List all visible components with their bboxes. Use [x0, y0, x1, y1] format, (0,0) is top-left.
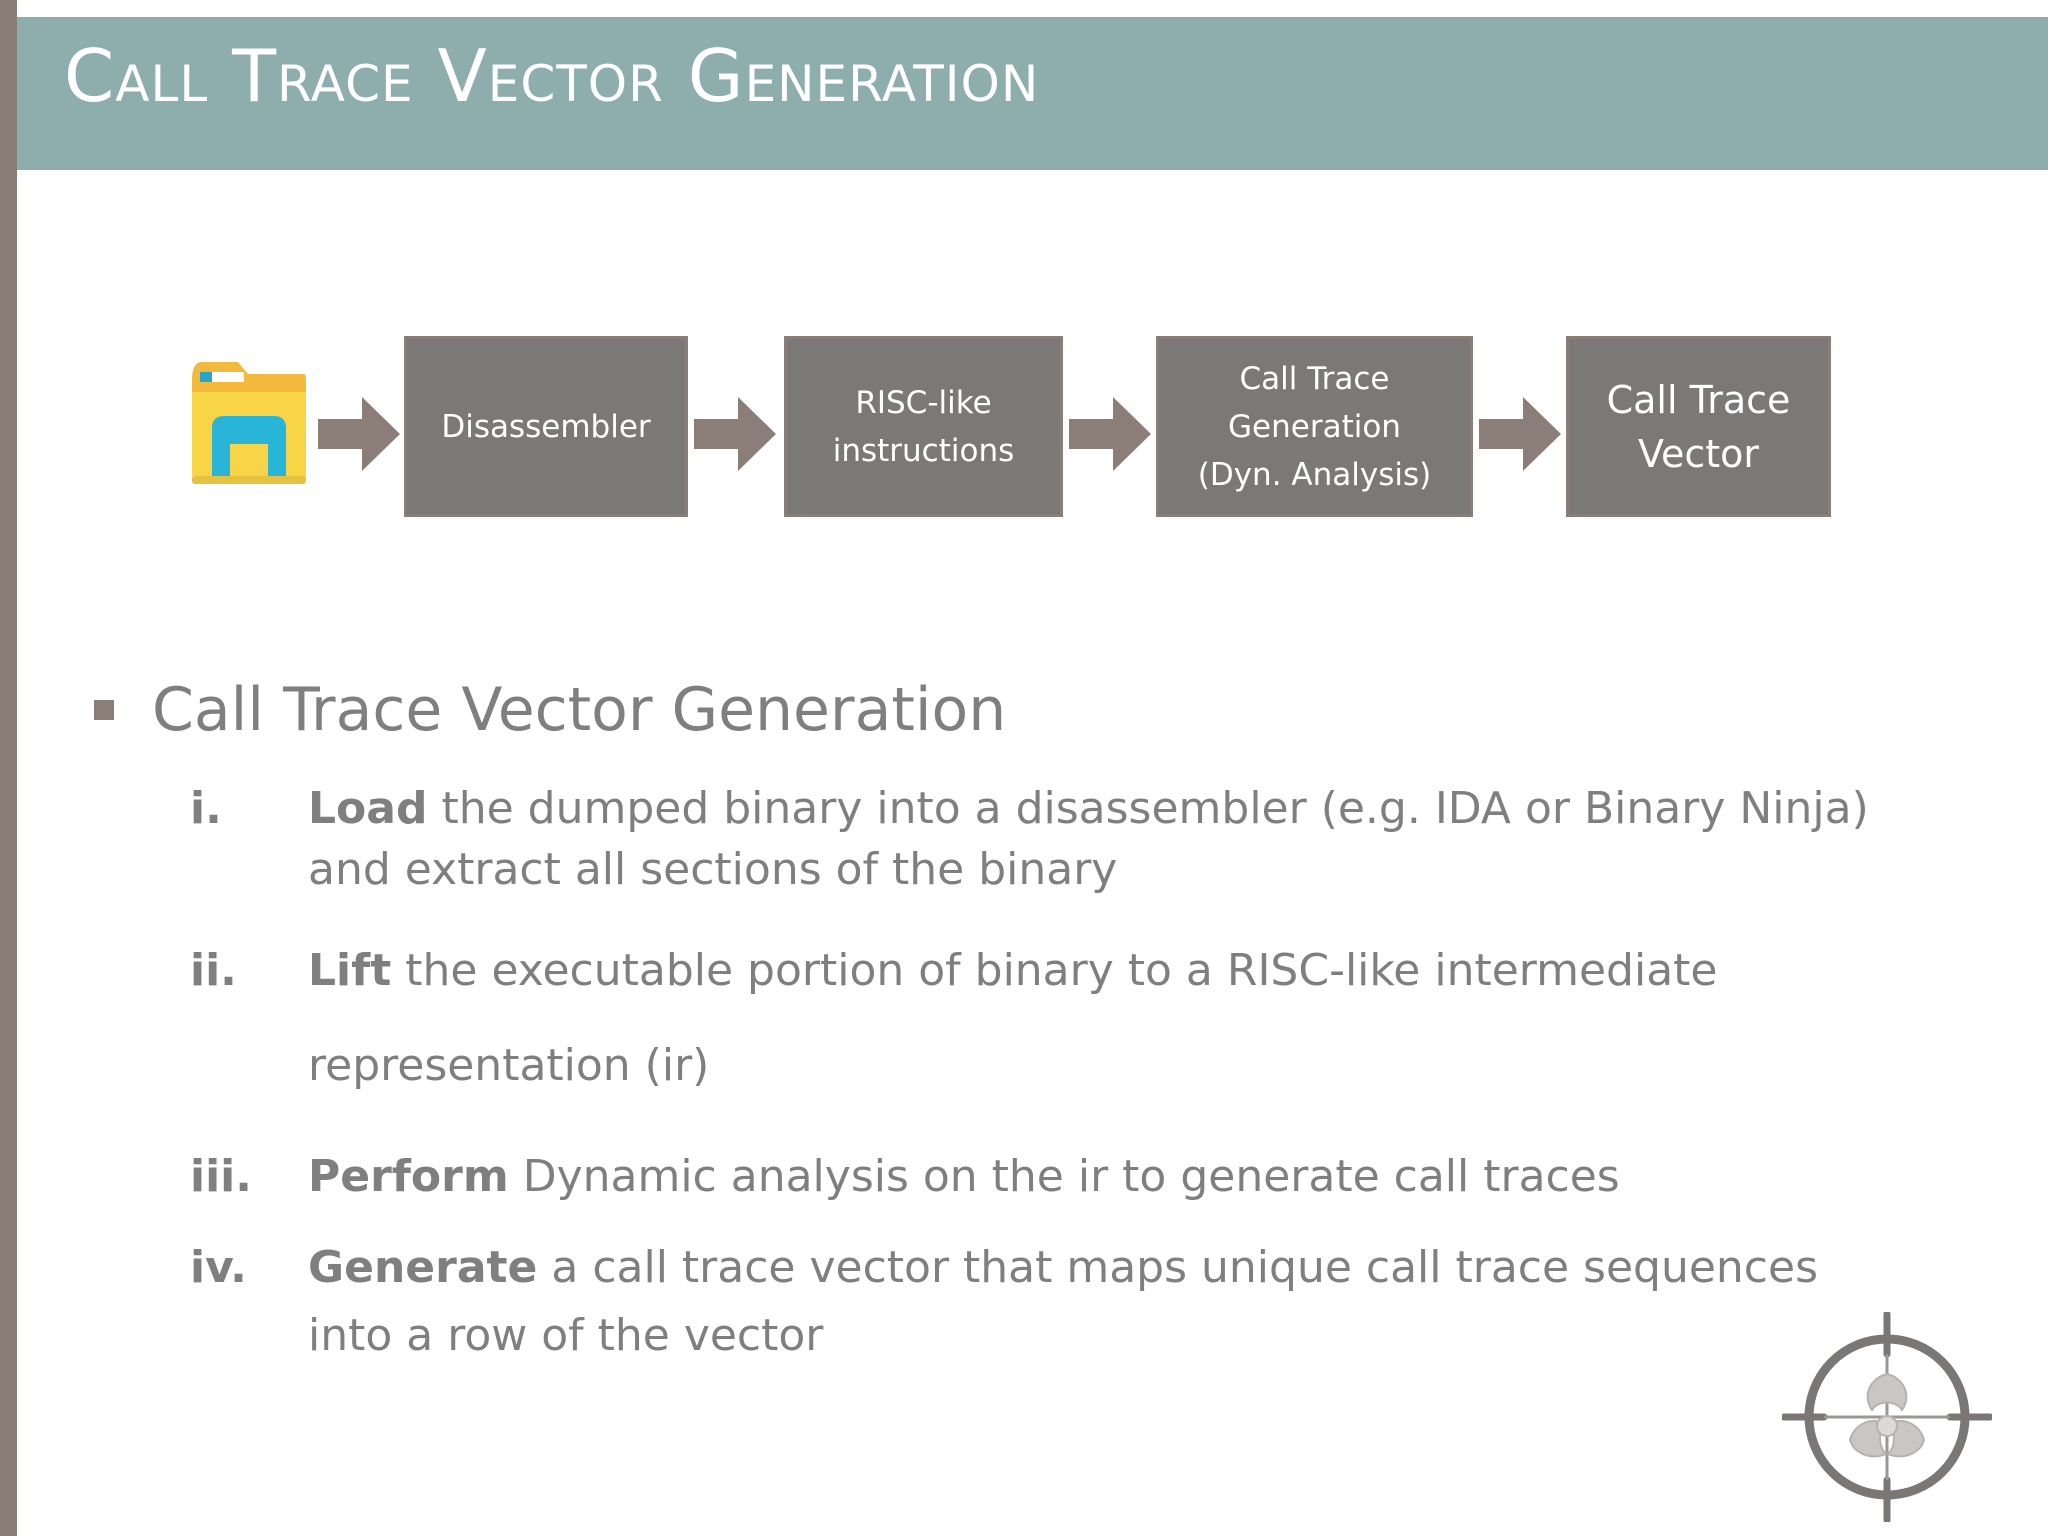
flow-step-call-trace-generation: Call Trace Generation (Dyn. Analysis)	[1156, 336, 1473, 517]
list-item-rest: the executable portion of binary to a RI…	[308, 945, 1718, 1091]
list-item-number: ii.	[190, 945, 237, 996]
crosshair-biohazard-emblem	[1782, 1312, 1992, 1522]
bullet-heading: Call Trace Vector Generation	[152, 675, 1007, 745]
list-item-text: Generate a call trace vector that maps u…	[308, 1234, 1888, 1370]
list-item-verb: Load	[308, 783, 428, 834]
list-item-text: Perform Dynamic analysis on the ir to ge…	[308, 1146, 1888, 1207]
flow-step-label: Call Trace	[1239, 360, 1390, 397]
flow-step-risc-like-instructions: RISC-like instructions	[784, 336, 1063, 517]
flow-step-call-trace-vector: Call Trace Vector	[1566, 336, 1831, 517]
list-item-number: i.	[190, 783, 222, 834]
flow-arrow-4	[1479, 397, 1561, 471]
flow-step-label: Vector	[1637, 431, 1760, 476]
list-item-rest: a call trace vector that maps unique cal…	[308, 1242, 1818, 1361]
left-accent-bar	[0, 0, 17, 1536]
list-item-text: Lift the executable portion of binary to…	[308, 923, 1888, 1113]
flow-arrow-1	[318, 397, 400, 471]
list-item-rest: Dynamic analysis on the ir to generate c…	[508, 1151, 1620, 1202]
flow-step-label: Generation	[1228, 408, 1401, 445]
list-item-number: iv.	[190, 1242, 247, 1293]
flow-arrow-3	[1069, 397, 1151, 471]
file-explorer-folder-icon	[192, 362, 306, 484]
list-item-text: Load the dumped binary into a disassembl…	[308, 778, 1888, 900]
title-band	[17, 17, 2048, 170]
list-item-rest: the dumped binary into a disassembler (e…	[308, 783, 1869, 895]
flow-step-disassembler: Disassembler	[404, 336, 688, 517]
bullet-square-icon	[94, 700, 114, 720]
list-item-number: iii.	[190, 1151, 252, 1202]
flow-step-label: instructions	[832, 432, 1015, 469]
flow-step-label: RISC-like	[855, 384, 992, 421]
flow-step-label: Disassembler	[441, 408, 651, 445]
flow-step-label: Call Trace	[1606, 377, 1791, 422]
list-item-verb: Lift	[308, 945, 392, 996]
list-item-verb: Perform	[308, 1151, 509, 1202]
flow-step-label: (Dyn. Analysis)	[1197, 456, 1432, 493]
flow-arrow-2	[694, 397, 776, 471]
list-item-verb: Generate	[308, 1242, 538, 1293]
slide-title: Call Trace Vector Generation	[64, 34, 1040, 118]
process-flow-diagram: Disassembler RISC-like instructions Call…	[0, 0, 2048, 560]
